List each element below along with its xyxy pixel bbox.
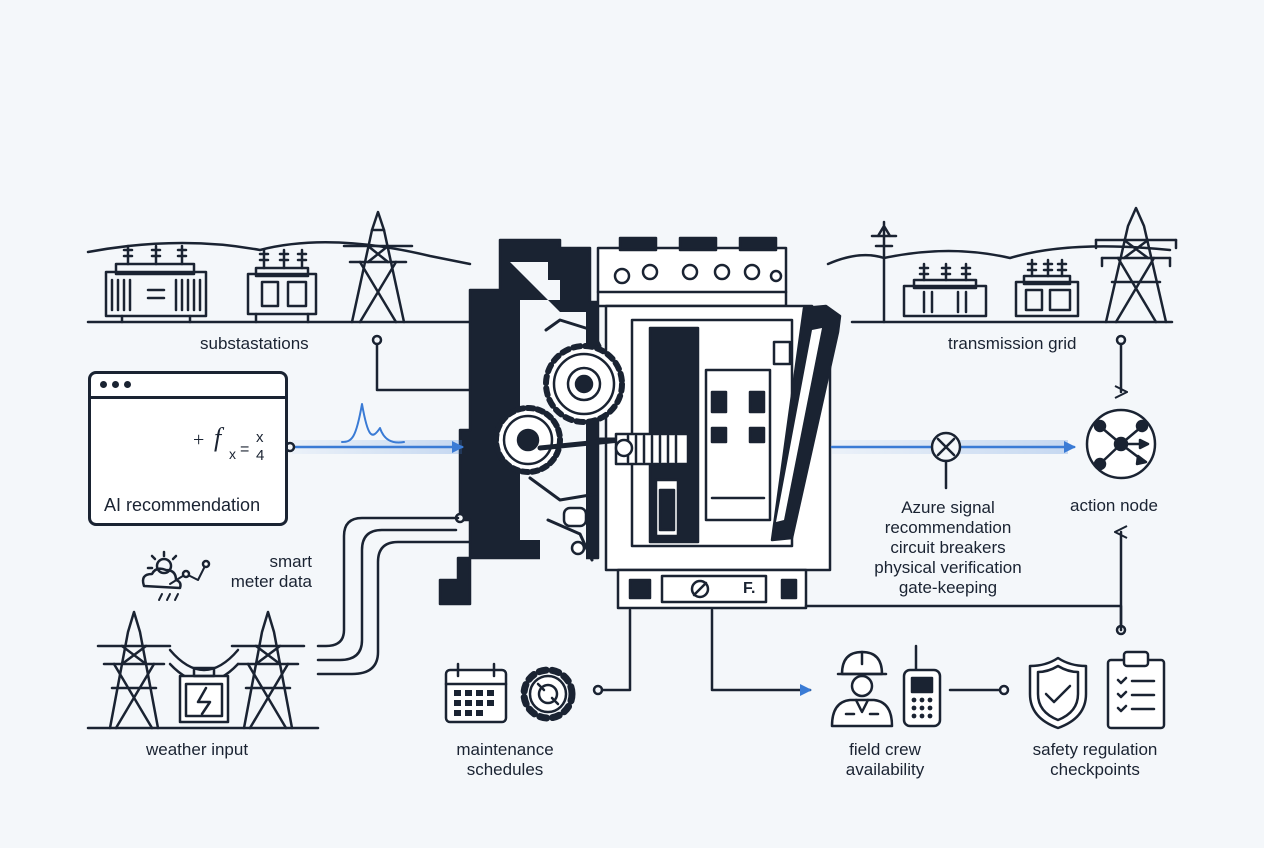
transmission-grid-label: transmission grid [948, 334, 1077, 353]
ai-recommendation-window [88, 371, 288, 526]
ai-recommendation-label: AI recommendation [104, 495, 261, 515]
maintenance-schedules-label: maintenance schedules [440, 740, 570, 780]
field-crew-line-2: availability [845, 760, 925, 779]
window-dot [100, 381, 107, 388]
worker-icon [830, 650, 894, 728]
azure-line-3: circuit breakers [890, 538, 1006, 557]
formula-f: f [214, 423, 222, 452]
formula-plus: + [193, 429, 205, 451]
breaker-plate-label: F. [743, 580, 756, 597]
weather-input-label: weather input [146, 740, 249, 759]
action-node-label: action node [1070, 496, 1158, 515]
gear-icon [520, 666, 576, 722]
safety-checkpoints-label: safety regulation checkpoints [1010, 740, 1180, 780]
smart-meter-label: smart meter data [216, 552, 312, 592]
maintenance-line-1: maintenance [456, 740, 554, 759]
formula-x: x [229, 446, 236, 462]
safety-line-2: checkpoints [1050, 760, 1140, 779]
formula-numerator: x [256, 429, 264, 446]
transmission-tower-icon-right [826, 206, 1178, 324]
maintenance-line-2: schedules [466, 760, 544, 779]
battery-icon [178, 666, 230, 724]
shield-check-icon [1028, 656, 1088, 730]
circuit-breaker-illustration [438, 236, 842, 610]
network-node-icon [1085, 408, 1157, 480]
azure-signal-block: Azure signal recommendation circuit brea… [856, 498, 1040, 598]
calendar-icon [444, 662, 508, 724]
formula-denominator: 4 [256, 447, 265, 464]
window-dot [112, 381, 119, 388]
smart-meter-line-2: meter data [230, 572, 312, 591]
field-crew-label: field crew availability [820, 740, 950, 780]
radio-icon [902, 644, 942, 728]
azure-line-5: gate-keeping [898, 578, 998, 597]
azure-line-4: physical verification [874, 558, 1022, 577]
window-dot [124, 381, 131, 388]
formula-equals: = [240, 441, 250, 458]
smart-meter-line-1: smart [269, 552, 313, 571]
azure-line-1: Azure signal [901, 498, 995, 517]
field-crew-line-1: field crew [849, 740, 921, 759]
substation-icon-left [86, 210, 472, 324]
safety-line-1: safety regulation [1032, 740, 1158, 759]
window-title-bar [91, 374, 285, 399]
weather-icon [141, 550, 211, 601]
transmission-tower-icon-left [86, 610, 320, 730]
substations-label: substastations [200, 334, 309, 353]
clipboard-icon [1106, 650, 1166, 730]
azure-line-2: recommendation [884, 518, 1012, 537]
